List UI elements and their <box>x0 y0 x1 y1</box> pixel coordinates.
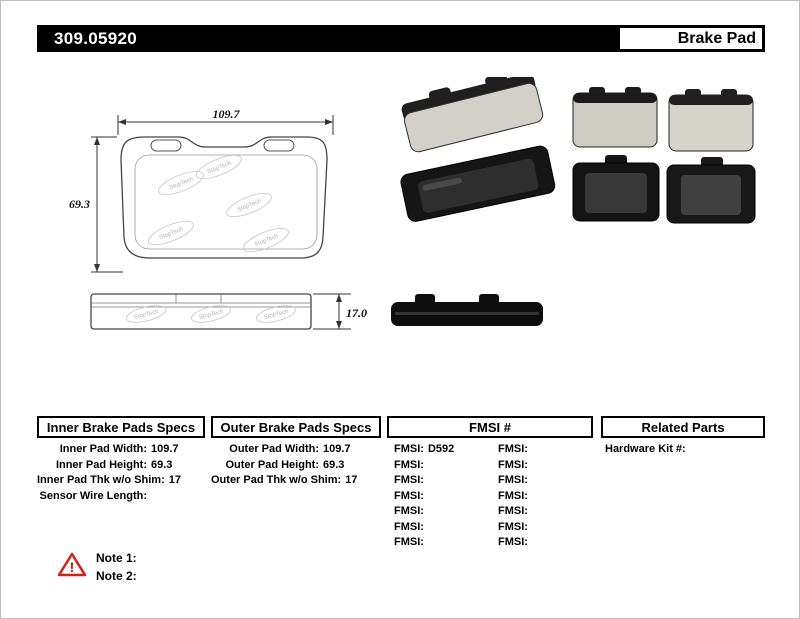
fmsi-cell: FMSI: <box>498 489 528 502</box>
fmsi-cell: FMSI: <box>498 458 528 471</box>
table-row: Inner Pad Width: 109.7 <box>37 442 189 458</box>
table-row: FMSI: FMSI: <box>387 520 593 536</box>
svg-text:StopTech: StopTech <box>237 198 262 213</box>
fmsi-header: FMSI # <box>387 416 593 438</box>
svg-text:StopTech: StopTech <box>133 309 159 321</box>
fmsi-cell: FMSI: <box>498 536 528 548</box>
fmsi-cell: FMSI: <box>498 520 528 533</box>
fmsi-cell: FMSI: <box>394 505 424 517</box>
table-row: FMSI: FMSI: <box>387 535 593 551</box>
spec-label: Hardware Kit #: <box>605 443 686 455</box>
mounting-slot-right <box>263 139 295 152</box>
product-photo-angled-pads <box>400 77 556 222</box>
svg-text:StopTech: StopTech <box>159 226 184 241</box>
fmsi-cell: FMSI: <box>498 505 528 517</box>
front-view-drawing: 109.7 69.3 StopTech StopTech StopTech St… <box>69 107 334 273</box>
spec-label: Sensor Wire Length: <box>39 489 147 502</box>
related-parts-table: Hardware Kit #: <box>605 442 765 458</box>
stoptech-watermark: StopTech <box>126 305 166 323</box>
fmsi-cell: FMSI: <box>498 474 528 486</box>
spec-label: Outer Pad Width: <box>229 443 319 455</box>
table-row: FMSI: FMSI: <box>387 489 593 505</box>
spec-value: 17 <box>345 474 358 486</box>
note-2-label: Note 2: <box>96 569 137 583</box>
product-photo-pad-set <box>572 87 756 224</box>
svg-text:StopTech: StopTech <box>263 309 289 321</box>
svg-text:StopTech: StopTech <box>207 160 232 175</box>
stoptech-watermark: StopTech <box>148 220 194 246</box>
spec-value: 69.3 <box>151 458 173 471</box>
table-row: Inner Pad Height: 69.3 <box>37 458 189 474</box>
spec-value: 109.7 <box>151 443 179 455</box>
svg-text:StopTech: StopTech <box>169 176 194 191</box>
fmsi-cell: FMSI: <box>394 520 424 533</box>
inner-specs-table: Inner Pad Width: 109.7 Inner Pad Height:… <box>37 442 189 504</box>
inner-specs-header: Inner Brake Pads Specs <box>37 416 205 438</box>
fmsi-cell: FMSI:D592 <box>394 443 455 455</box>
side-view-drawing: StopTech StopTech StopTech 17.0 <box>90 293 367 330</box>
stoptech-watermark: StopTech <box>158 170 204 196</box>
outer-specs-header: Outer Brake Pads Specs <box>211 416 381 438</box>
table-row: Outer Pad Thk w/o Shim: 17 <box>211 473 361 489</box>
table-row: Outer Pad Width: 109.7 <box>211 442 361 458</box>
spec-label: Outer Pad Thk w/o Shim: <box>211 474 342 486</box>
product-title: Brake Pad <box>677 30 756 47</box>
svg-text:!: ! <box>70 559 75 575</box>
stoptech-watermark: StopTech <box>243 227 289 253</box>
table-row: Sensor Wire Length: <box>37 489 189 505</box>
stoptech-watermark: StopTech <box>191 305 231 323</box>
stoptech-watermark: StopTech <box>196 154 242 180</box>
table-row: Hardware Kit #: <box>605 442 765 458</box>
thickness-dimension-label: 17.0 <box>346 306 367 320</box>
table-row: FMSI: FMSI: <box>387 504 593 520</box>
height-dimension-label: 69.3 <box>69 197 90 211</box>
stoptech-watermark: StopTech <box>226 192 272 218</box>
spec-label: Outer Pad Height: <box>225 458 319 471</box>
spec-value: 69.3 <box>323 458 345 471</box>
fmsi-cell: FMSI: <box>498 443 528 455</box>
product-photo-pad-side <box>391 294 543 326</box>
fmsi-cell: FMSI: <box>394 489 424 502</box>
fmsi-cell: FMSI: <box>394 458 424 471</box>
fmsi-table: FMSI:D592 FMSI: FMSI: FMSI: FMSI: FMSI: … <box>387 442 593 551</box>
stoptech-watermark: StopTech <box>256 305 296 323</box>
spec-label: Inner Pad Width: <box>59 443 147 455</box>
spec-value: 17 <box>168 474 181 486</box>
fmsi-cell: FMSI: <box>394 536 424 548</box>
related-parts-header: Related Parts <box>601 416 765 438</box>
table-row: Outer Pad Height: 69.3 <box>211 458 361 474</box>
svg-text:StopTech: StopTech <box>254 233 279 248</box>
outer-specs-table: Outer Pad Width: 109.7 Outer Pad Height:… <box>211 442 361 489</box>
table-row: FMSI:D592 FMSI: <box>387 442 593 458</box>
note-1-label: Note 1: <box>96 551 137 565</box>
warning-icon: ! <box>57 552 87 577</box>
header-bar: 309.05920 Brake Pad <box>37 25 765 52</box>
mounting-slot-left <box>150 139 182 152</box>
table-row: FMSI: FMSI: <box>387 458 593 474</box>
spec-value: 109.7 <box>323 443 351 455</box>
part-number: 309.05920 <box>54 29 138 48</box>
spec-label: Inner Pad Height: <box>55 458 147 471</box>
svg-text:StopTech: StopTech <box>198 309 224 321</box>
table-row: Inner Pad Thk w/o Shim: 17 <box>37 473 189 489</box>
spec-label: Inner Pad Thk w/o Shim: <box>37 474 165 486</box>
width-dimension-label: 109.7 <box>213 107 241 121</box>
fmsi-cell: FMSI: <box>394 474 424 486</box>
spec-value <box>151 489 189 505</box>
product-title-box: Brake Pad <box>620 28 762 49</box>
table-row: FMSI: FMSI: <box>387 473 593 489</box>
